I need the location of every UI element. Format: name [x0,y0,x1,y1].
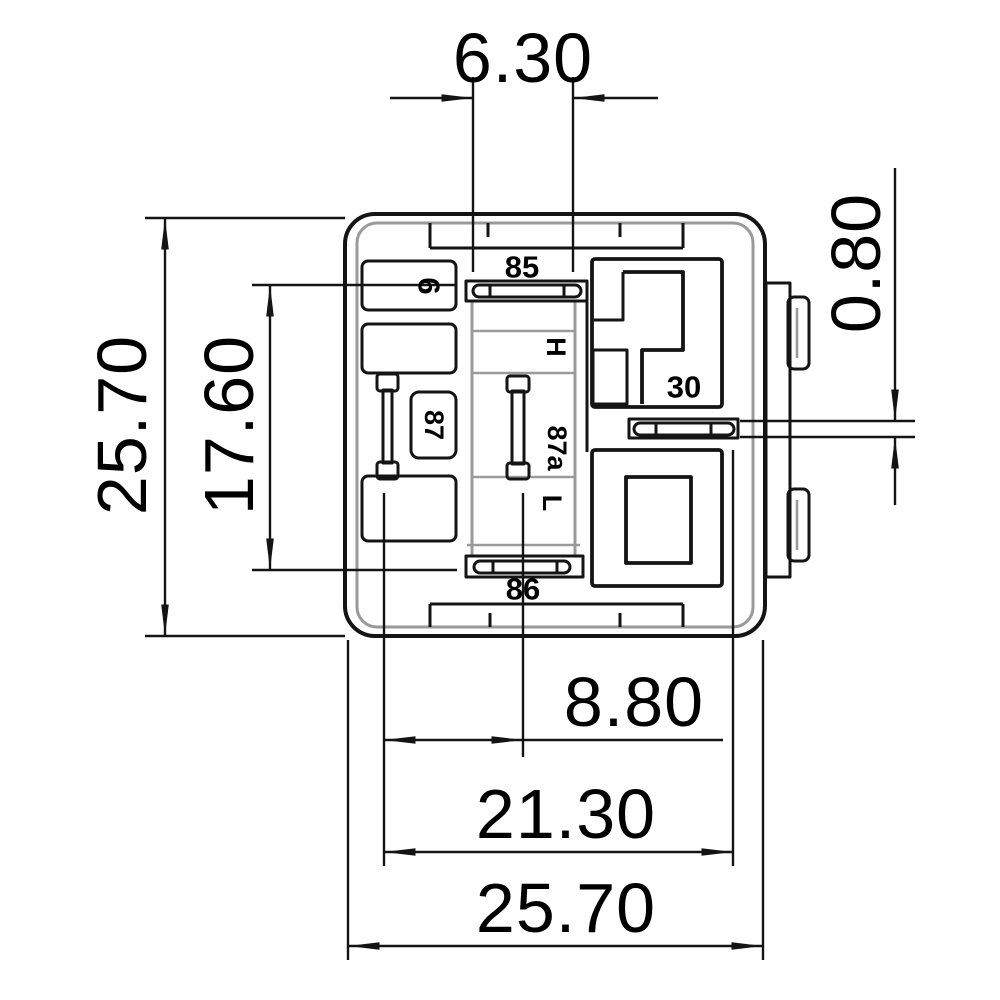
clip-bump-top [786,295,811,371]
label-box-87 [409,390,458,460]
cavity-box-lower-right [590,448,724,588]
small-pocket [591,348,629,406]
terminal-label-86: 86 [506,572,540,607]
cavity-box-lower [360,474,458,543]
dim-overall-width: 25.70 [346,640,765,960]
pin-slot-85 [464,279,589,303]
body-inner-wall [355,221,755,629]
dim-pin-offset: 8.80 [382,493,723,866]
terminal-labels: 85 86 30 6 87 H 87a L [412,250,702,607]
clip-bump-bottom [786,487,811,563]
cavity-box-blank [360,322,458,375]
terminal-label-85: 85 [505,250,539,285]
dim-inner-height: 17.60 [190,283,457,572]
side-clip-profile [764,281,811,579]
dim-label-slot85-width: 6.30 [453,19,593,97]
terminal-label-h: H [541,337,571,357]
dim-label-slot30-height: 0.80 [817,193,895,333]
dim-label-inner-height: 17.60 [190,335,268,515]
terminal-label-87a: 87a [542,425,572,471]
cavity-label-6: 6 [412,277,447,294]
stepped-contour [623,270,685,404]
dim-label-pin-offset: 8.80 [564,663,704,741]
pin-slot-87 [375,372,400,481]
pin-slot-87a [505,374,531,481]
dim-label-overall-width: 25.70 [476,869,656,947]
cavity-box-30-upper [590,257,724,409]
dim-label-pin-span: 21.30 [476,775,656,853]
pin-slot-30 [627,417,740,440]
dim-label-overall-height: 25.70 [83,335,161,515]
dim-pin-span: 21.30 [384,450,735,866]
right-zone [590,257,740,588]
terminal-label-l: L [537,495,567,512]
bottom-band [428,602,685,627]
dim-slot85-width: 6.30 [390,19,658,272]
terminal-label-30: 30 [667,370,701,405]
terminal-label-87: 87 [419,410,449,440]
inner-square [624,475,693,565]
dim-slot30-height: 0.80 [740,168,915,505]
socket-body [343,212,811,638]
step-notch [594,272,625,322]
dim-overall-height: 25.70 [83,216,345,638]
